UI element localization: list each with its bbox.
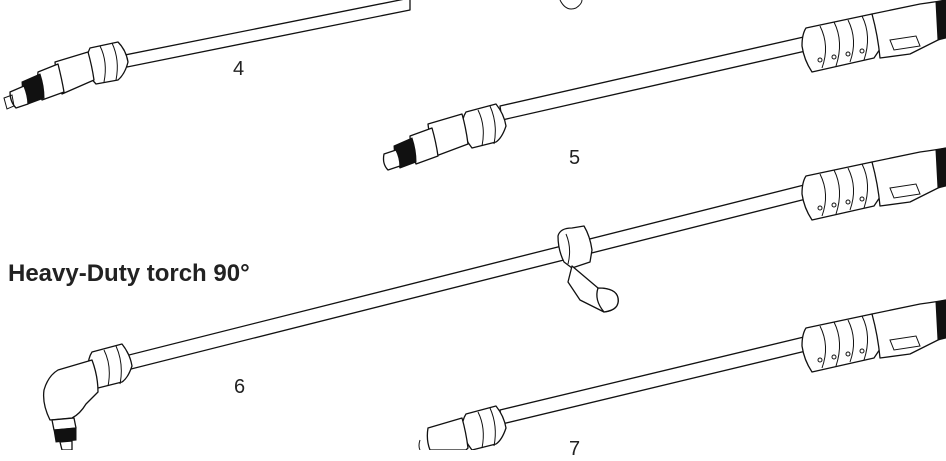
torch-6 <box>44 148 946 450</box>
torch-6-head <box>44 360 98 450</box>
torch-6-handle <box>802 148 946 220</box>
cable-loop-fragment <box>560 0 582 9</box>
torch-5-collar <box>462 104 506 148</box>
section-title: Heavy-Duty torch 90° <box>8 260 250 288</box>
torch-7-head <box>419 418 468 450</box>
torch-7-collar <box>462 406 506 450</box>
torch-4-label: 4 <box>233 58 244 81</box>
torch-5-label: 5 <box>569 147 580 170</box>
torch-6-label: 6 <box>234 376 245 399</box>
torch-7 <box>419 300 946 450</box>
torch-5 <box>384 0 946 170</box>
torch-4 <box>4 0 410 109</box>
torch-illustration <box>0 0 946 450</box>
torch-7-handle <box>802 300 946 372</box>
torch-5-head <box>384 114 469 170</box>
torch-4-head <box>4 52 94 109</box>
torch-5-handle <box>802 0 946 72</box>
